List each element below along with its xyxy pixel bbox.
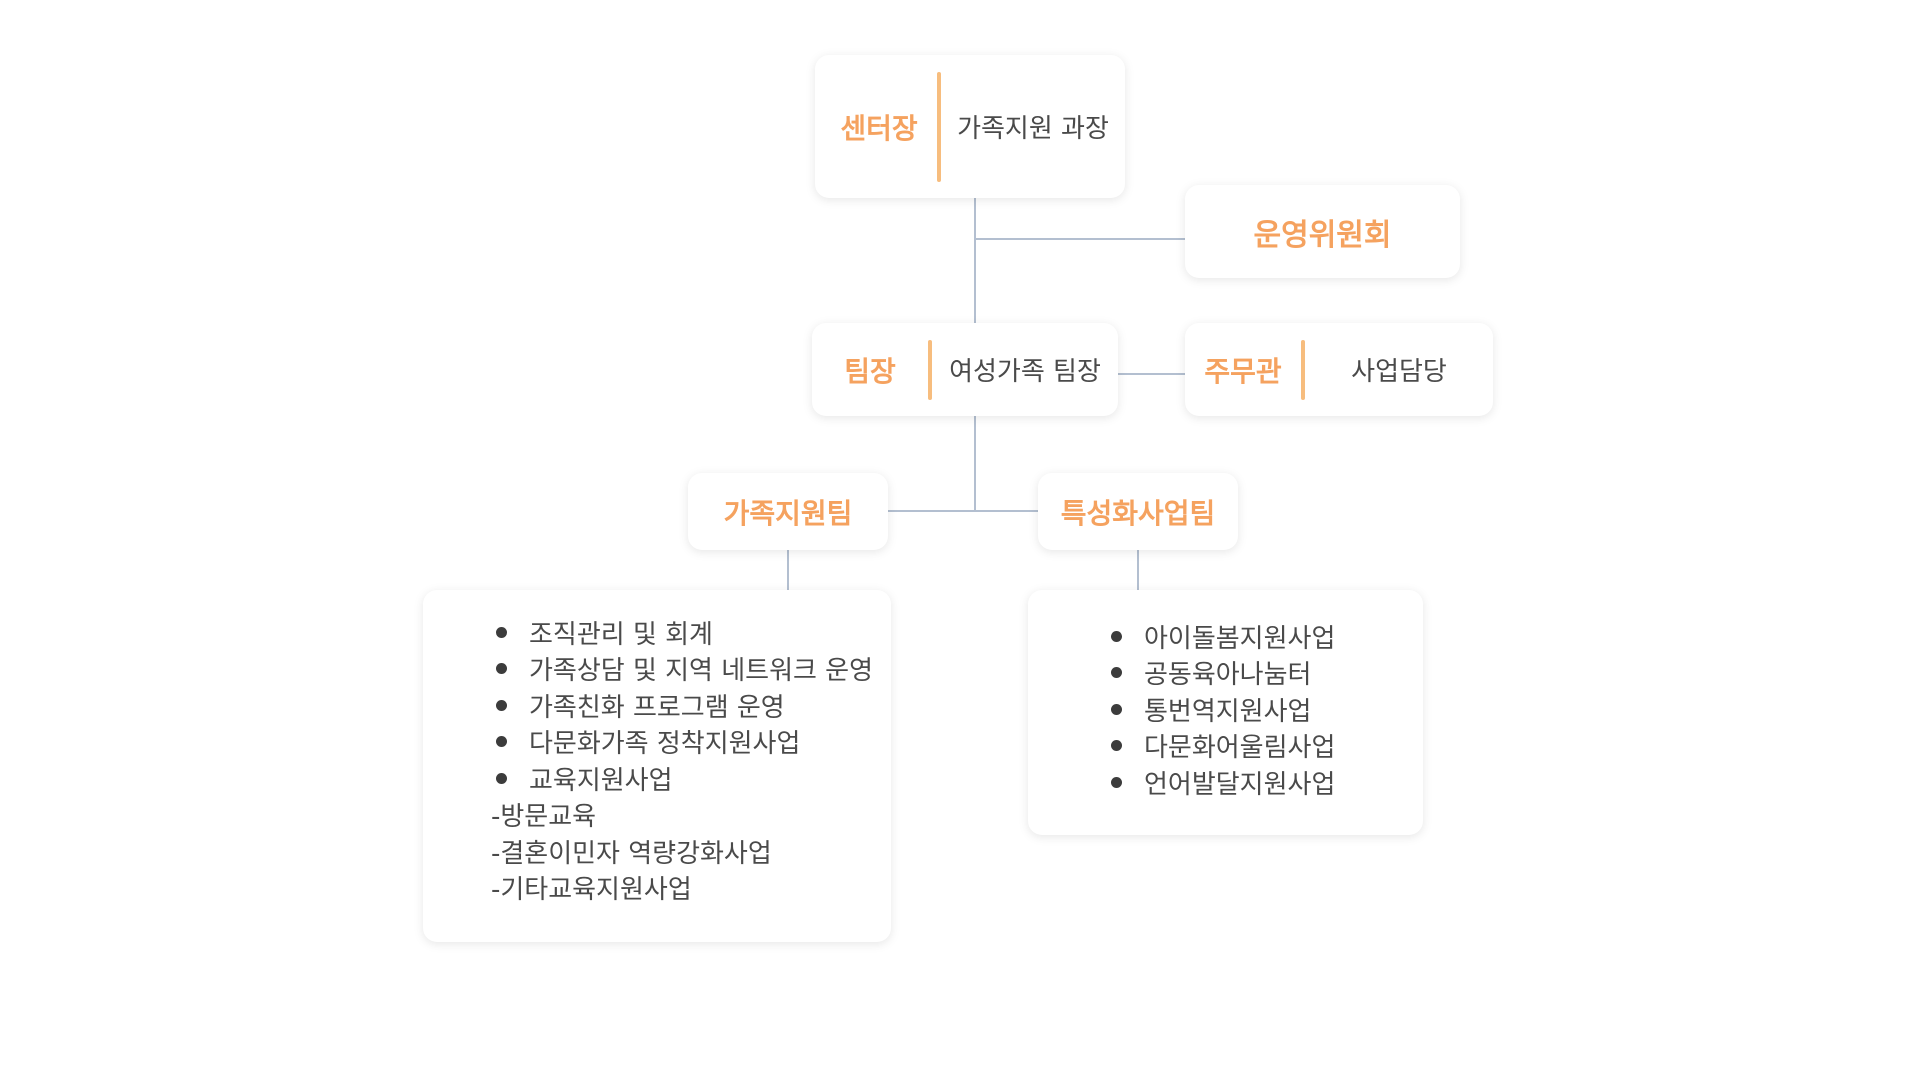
list-item: 조직관리 및 회계: [491, 614, 891, 651]
list-item: 교육지원사업: [491, 760, 891, 797]
team-leader-box: 팀장 여성가족 팀장: [812, 323, 1118, 416]
family-team-task-list: 조직관리 및 회계 가족상담 및 지역 네트워크 운영 가족친화 프로그램 운영…: [491, 614, 891, 797]
list-item: 언어발달지원사업: [1106, 764, 1423, 801]
bullet-icon: [496, 736, 507, 748]
list-item: 아이돌봄지원사업: [1106, 618, 1423, 655]
director-value: 가족지원 과장: [957, 114, 1109, 144]
connector-family-team-down: [787, 550, 789, 590]
committee-label: 운영위원회: [1253, 217, 1392, 253]
list-item: -기타교육지원사업: [491, 875, 692, 906]
bullet-icon: [1111, 776, 1122, 788]
officer-divider: [1301, 339, 1305, 400]
bullet-icon: [1111, 667, 1122, 679]
list-item: -결혼이민자 역량강화사업: [491, 838, 772, 869]
bullet-icon: [496, 772, 507, 784]
officer-box: 주무관 사업담당: [1185, 323, 1493, 416]
connector-officer: [1117, 373, 1187, 375]
bullet-icon: [1111, 703, 1122, 715]
special-team-box: 특성화사업팀: [1038, 473, 1238, 550]
list-item: 통번역지원사업: [1106, 691, 1423, 728]
bullet-icon: [1111, 630, 1122, 642]
connector-teams-horizontal: [885, 510, 1040, 512]
connector-committee: [975, 238, 1185, 240]
family-team-tasks-box: 조직관리 및 회계 가족상담 및 지역 네트워크 운영 가족친화 프로그램 운영…: [423, 590, 891, 942]
connector-director-down: [974, 198, 976, 324]
team-leader-label: 팀장: [844, 354, 896, 388]
list-item: -방문교육: [491, 802, 597, 833]
bullet-icon: [496, 699, 507, 711]
list-item: 공동육아나눔터: [1106, 655, 1423, 692]
family-team-subtask-list: -방문교육 -결혼이민자 역량강화사업 -기타교육지원사업: [491, 797, 891, 907]
bullet-icon: [496, 663, 507, 675]
committee-box: 운영위원회: [1185, 185, 1460, 278]
list-item: 다문화어울림사업: [1106, 728, 1423, 765]
special-team-label: 특성화사업팀: [1060, 496, 1216, 530]
bullet-icon: [496, 626, 507, 638]
director-label: 센터장: [840, 111, 918, 145]
list-item: 가족상담 및 지역 네트워크 운영: [491, 651, 891, 688]
bullet-icon: [1111, 740, 1122, 752]
team-leader-divider: [928, 339, 932, 400]
officer-label: 주무관: [1204, 354, 1282, 388]
connector-special-team-down: [1137, 550, 1139, 590]
team-leader-value: 여성가족 팀장: [949, 357, 1101, 387]
family-team-box: 가족지원팀: [688, 473, 888, 550]
special-team-task-list: 아이돌봄지원사업 공동육아나눔터 통번역지원사업 다문화어울림사업 언어발달지원…: [1106, 618, 1423, 801]
list-item: 다문화가족 정착지원사업: [491, 724, 891, 761]
list-item: 가족친화 프로그램 운영: [491, 687, 891, 724]
connector-team-leader-down: [974, 416, 976, 511]
director-divider: [937, 71, 941, 182]
officer-value: 사업담당: [1351, 357, 1447, 387]
special-team-tasks-box: 아이돌봄지원사업 공동육아나눔터 통번역지원사업 다문화어울림사업 언어발달지원…: [1028, 590, 1423, 835]
family-team-label: 가족지원팀: [723, 496, 853, 530]
director-box: 센터장 가족지원 과장: [815, 55, 1125, 198]
